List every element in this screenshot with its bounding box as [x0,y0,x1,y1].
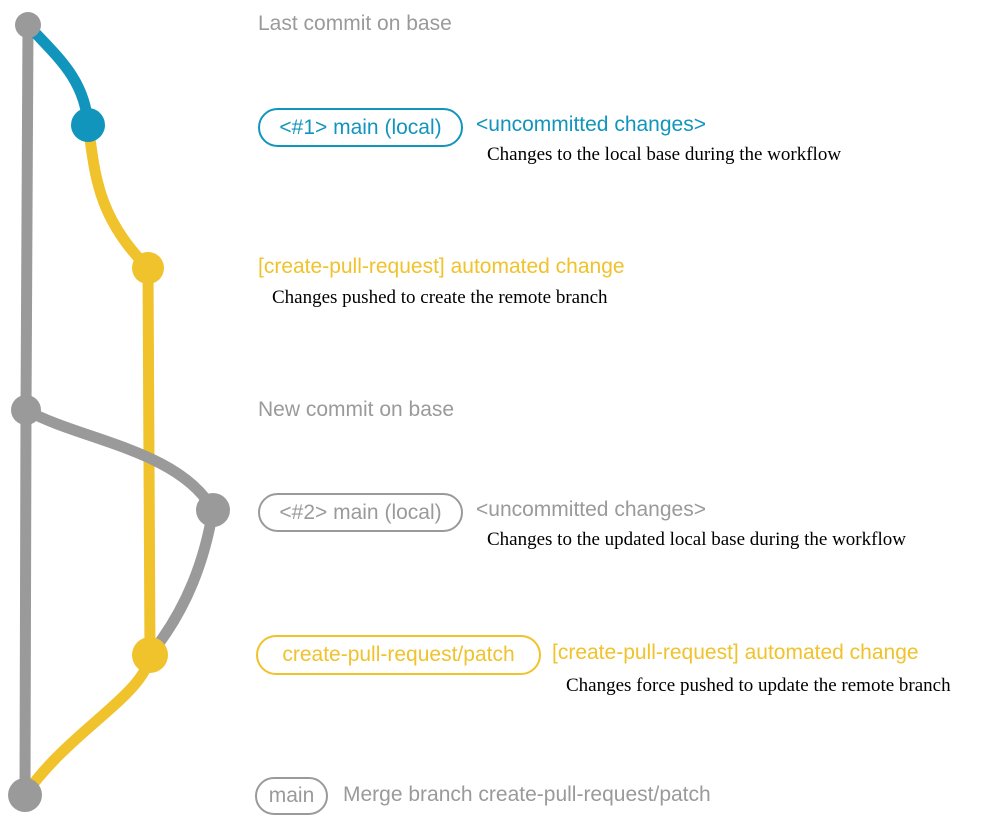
commit-dot-base-merge [8,778,42,812]
commit-dot-base-top [15,12,41,38]
patch-merge-curve [19,649,156,801]
merge-commit-label: Merge branch create-pull-request/patch [343,783,711,806]
automated-change-1-description: Changes pushed to create the remote bran… [272,287,608,308]
new-commit-label: New commit on base [258,398,455,421]
branch-badge-main-local-1: <#1> main (local) [258,108,463,147]
patch-branch-line [82,119,156,661]
automated-change-1-title: [create-pull-request] automated change [258,255,625,278]
uncommitted-changes-1-description: Changes to the local base during the wor… [487,144,842,165]
uncommitted-changes-2-title: <uncommitted changes> [476,498,706,521]
last-commit-label: Last commit on base [258,12,452,35]
commit-dot-main-local-1 [71,108,105,142]
commit-graph [8,12,230,812]
commit-dot-base-new [11,395,41,425]
branch-badge-main-local-1-label: <#1> main (local) [279,115,442,139]
base-new-commit-curve [20,404,219,516]
rebase-curve [144,504,219,661]
automated-change-2-description: Changes force pushed to update the remot… [566,675,951,696]
commit-dot-main-local-2 [196,493,230,527]
branch-badge-main-local-2: <#2> main (local) [258,493,463,532]
automated-change-2-title: [create-pull-request] automated change [552,641,919,664]
branch-badge-main-label: main [268,784,315,807]
uncommitted-changes-1-title: <uncommitted changes> [476,113,706,136]
local-main-curve [22,19,94,131]
branch-badge-main-local-2-label: <#2> main (local) [279,500,442,524]
commit-dot-patch-1 [132,252,164,284]
commit-dot-patch-2 [132,637,168,673]
branch-badge-patch-label: create-pull-request/patch [282,643,515,666]
branch-badge-patch: create-pull-request/patch [256,635,541,675]
uncommitted-changes-2-description: Changes to the updated local base during… [487,529,906,550]
branch-badge-main: main [255,777,328,815]
